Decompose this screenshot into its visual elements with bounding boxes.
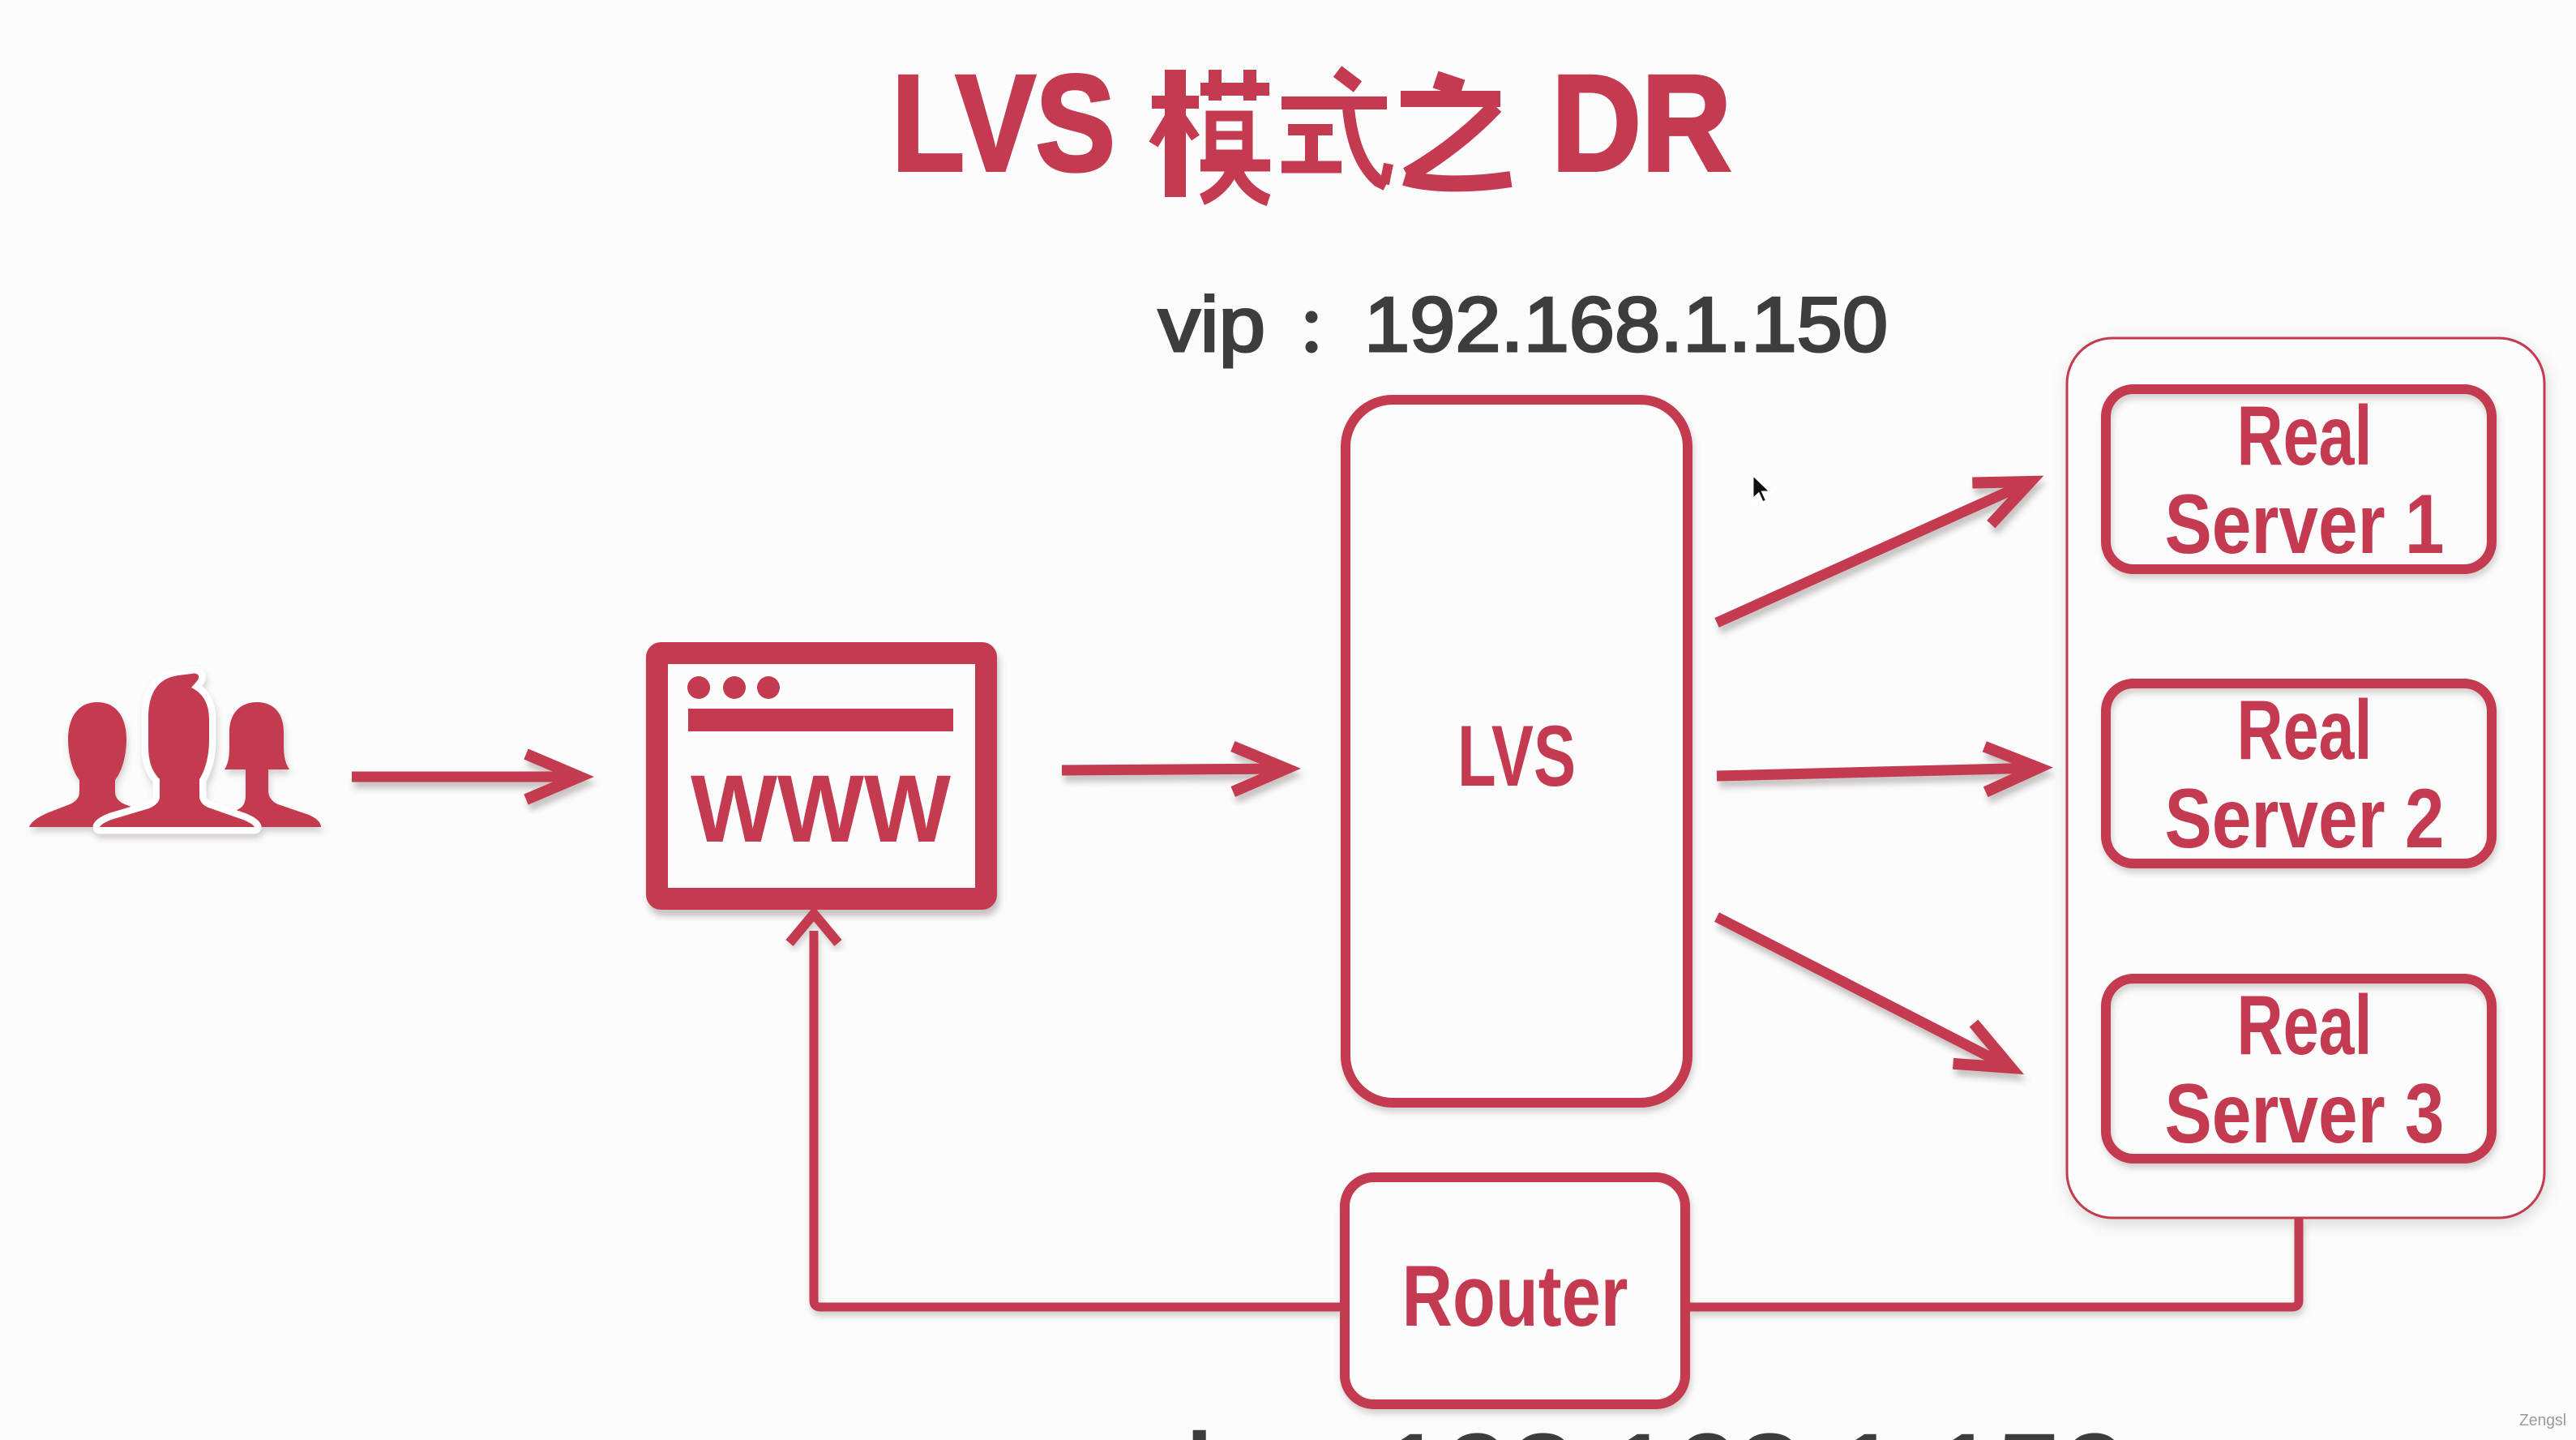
svg-text:Real: Real (2237, 684, 2373, 778)
svg-text:vip: vip (1132, 1412, 1273, 1440)
svg-text:Real: Real (2237, 979, 2373, 1073)
svg-text:Server 2: Server 2 (2165, 772, 2445, 866)
svg-text:LVS: LVS (892, 46, 1115, 199)
svg-text:Server 3: Server 3 (2165, 1067, 2445, 1161)
svg-text:192.168.1.150: 192.168.1.150 (1380, 1412, 2127, 1440)
svg-text:WWW: WWW (691, 756, 952, 863)
svg-text:DR: DR (1551, 46, 1731, 199)
svg-text:LVS: LVS (1457, 707, 1576, 804)
svg-text:Real: Real (2237, 389, 2373, 483)
svg-text:192.168.1.150: 192.168.1.150 (1364, 281, 1888, 368)
svg-text:Router: Router (1402, 1247, 1628, 1344)
svg-text:vip: vip (1158, 281, 1265, 368)
svg-text:Zengsl: Zengsl (2519, 1412, 2566, 1429)
svg-text:Server 1: Server 1 (2165, 478, 2445, 572)
